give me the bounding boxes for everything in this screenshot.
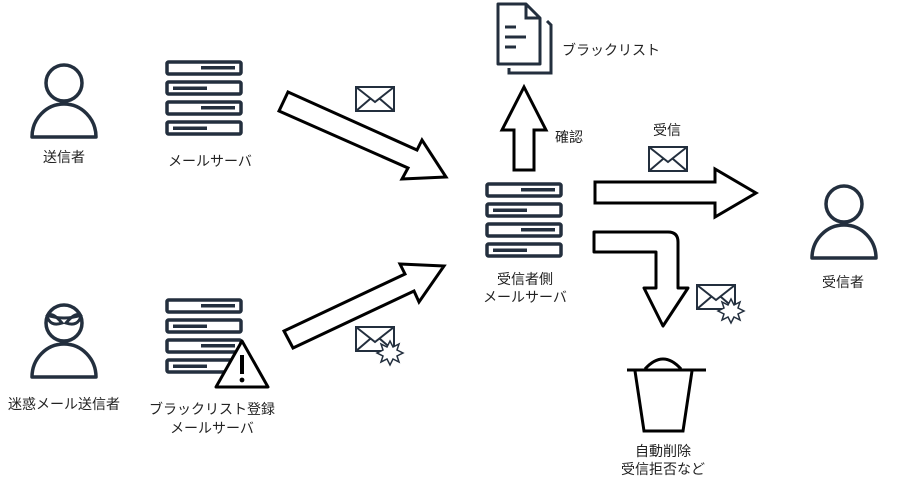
spam-send-arrow	[281, 262, 447, 350]
receiver-server-icon	[485, 182, 563, 258]
reject-arrow	[592, 230, 690, 328]
trash-icon	[627, 357, 706, 433]
check-arrow	[499, 83, 549, 172]
sender-server-icon	[165, 60, 243, 136]
spammer-masked-user-icon	[30, 303, 98, 379]
sender-label: 送信者	[43, 150, 85, 166]
warning-icon	[214, 339, 270, 389]
envelope-icon	[648, 146, 688, 172]
blacklisted-server-label-line1: ブラックリスト登録	[149, 402, 275, 418]
trash-label-line1: 自動削除	[635, 444, 691, 460]
envelope-icon	[355, 86, 395, 112]
spam-envelope-icon	[355, 326, 404, 366]
receiver-server-label-line1: 受信者側	[497, 272, 553, 288]
recipient-user-icon	[810, 184, 878, 260]
receive-label: 受信	[653, 123, 681, 139]
blacklisted-server-label-line2: メールサーバ	[170, 421, 254, 437]
sender-server-label: メールサーバ	[168, 154, 252, 170]
check-label: 確認	[555, 130, 583, 146]
receive-arrow	[593, 166, 759, 220]
sender-user-icon	[30, 63, 98, 139]
trash-label-line2: 受信拒否など	[621, 462, 705, 478]
blacklist-document-icon	[496, 2, 553, 75]
legit-send-arrow	[276, 90, 449, 181]
blacklist-label: ブラックリスト	[562, 43, 660, 59]
spam-envelope-icon	[696, 284, 745, 324]
recipient-label: 受信者	[822, 275, 864, 291]
spammer-label: 迷惑メール送信者	[8, 397, 120, 413]
receiver-server-label-line2: メールサーバ	[483, 290, 567, 306]
